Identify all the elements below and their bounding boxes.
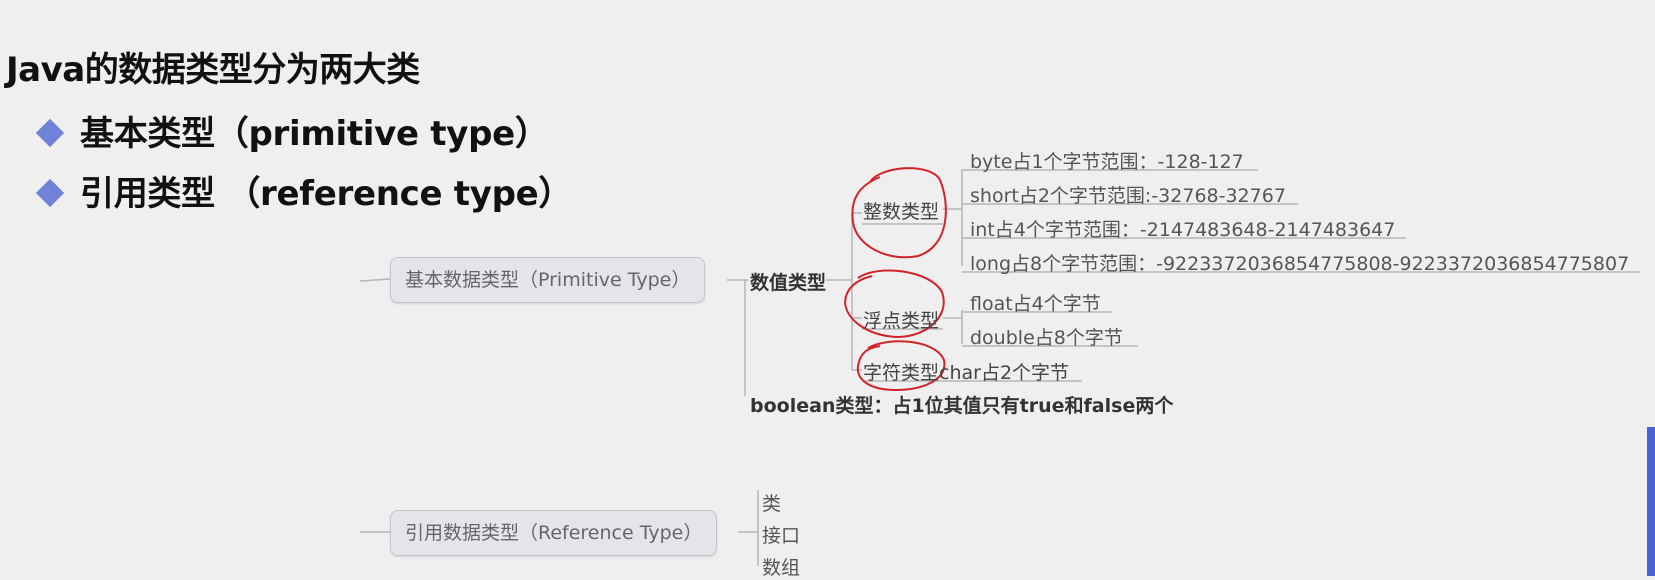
integer-type-node: 整数类型 — [863, 201, 940, 223]
float-type-node: 浮点类型 — [863, 310, 940, 332]
bullet-reference: 引用类型 （reference type） — [35, 166, 573, 215]
numeric-type-node: 数值类型 — [750, 272, 827, 294]
double-leaf: double占8个字节 — [970, 327, 1123, 349]
accent-side-bar — [1647, 427, 1655, 576]
float-leaf: float占4个字节 — [970, 293, 1101, 315]
char-type-node: 字符类型char占2个字节 — [863, 358, 1069, 385]
short-leaf: short占2个字节范围:-32768-32767 — [970, 185, 1286, 207]
bullet-primitive: 基本类型（primitive type） — [35, 106, 549, 155]
diamond-bullet-icon — [35, 118, 65, 147]
reference-root-node: 引用数据类型（Reference Type） — [390, 510, 718, 556]
slide-title: Java的数据类型分为两大类 — [6, 50, 420, 90]
char-annotation-circle — [856, 340, 946, 392]
reference-class-leaf: 类 — [762, 493, 782, 515]
diamond-bullet-icon — [35, 178, 65, 207]
primitive-root-node: 基本数据类型（Primitive Type） — [390, 257, 706, 303]
long-leaf: long占8个字节范围：-9223372036854775808-9223372… — [970, 253, 1630, 275]
char-type-label: 字符类型 — [863, 362, 940, 384]
int-leaf: int占4个字节范围：-2147483648-2147483647 — [970, 219, 1396, 241]
bullet-primitive-label: 基本类型（primitive type） — [80, 114, 549, 154]
char-leaf: char占2个字节 — [939, 362, 1070, 384]
byte-leaf: byte占1个字节范围：-128-127 — [970, 151, 1244, 173]
float-annotation-circle — [843, 269, 945, 339]
reference-interface-leaf: 接口 — [762, 525, 801, 547]
reference-array-leaf: 数组 — [762, 557, 801, 579]
integer-annotation-circle — [851, 167, 947, 259]
bullet-reference-label: 引用类型 （reference type） — [80, 174, 573, 214]
boolean-type-node: boolean类型：占1位其值只有true和false两个 — [750, 395, 1174, 417]
